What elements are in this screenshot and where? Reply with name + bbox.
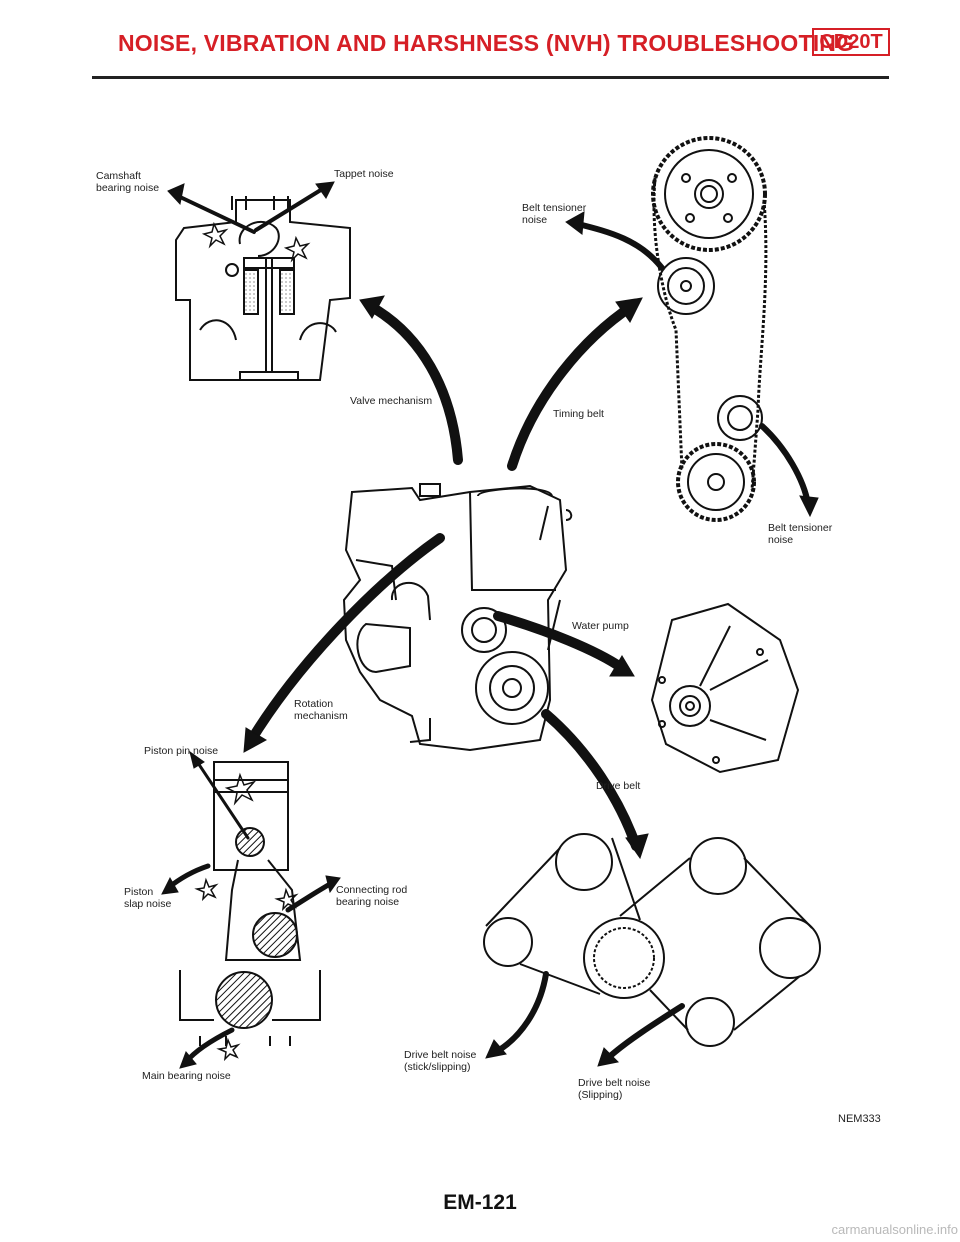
label-tappet-noise: Tappet noise <box>334 168 394 180</box>
label-main-bearing-noise: Main bearing noise <box>142 1070 231 1082</box>
label-piston-slap-noise: Piston slap noise <box>124 886 172 910</box>
label-timing-belt: Timing belt <box>553 408 604 420</box>
label-drive-belt-noise-stick: Drive belt noise (stick/slipping) <box>404 1049 477 1073</box>
label-rotation-mechanism: Rotation mechanism <box>294 698 348 722</box>
label-belt-tensioner-noise-top: Belt tensioner noise <box>522 202 587 226</box>
label-connecting-rod-bearing-noise: Connecting rod bearing noise <box>336 884 408 908</box>
figure-id: NEM333 <box>838 1113 881 1125</box>
piston-illustration <box>179 761 321 1062</box>
page-title: NOISE, VIBRATION AND HARSHNESS (NVH) TRO… <box>118 30 855 56</box>
label-belt-tensioner-noise-right: Belt tensioner noise <box>768 522 833 546</box>
label-drive-belt: Drive belt <box>596 780 641 792</box>
label-valve-mechanism: Valve mechanism <box>350 395 433 407</box>
header-rule <box>92 76 889 79</box>
page-number: EM-121 <box>443 1191 517 1214</box>
engine-illustration <box>342 483 573 752</box>
label-piston-pin-noise: Piston pin noise <box>144 745 219 757</box>
indicator-arrows <box>161 181 819 1069</box>
timing-belt-illustration <box>651 136 768 522</box>
cylinder-head-illustration <box>175 196 351 381</box>
model-code-badge: CD20T <box>812 28 890 56</box>
label-drive-belt-noise-slipping: Drive belt noise (Slipping) <box>578 1077 651 1101</box>
watermark: carmanualsonline.info <box>831 1222 958 1237</box>
drive-belt-illustration <box>483 833 821 1047</box>
label-water-pump: Water pump <box>572 620 629 632</box>
label-camshaft-bearing-noise: Camshaft bearing noise <box>96 170 160 194</box>
water-pump-illustration <box>650 602 800 774</box>
